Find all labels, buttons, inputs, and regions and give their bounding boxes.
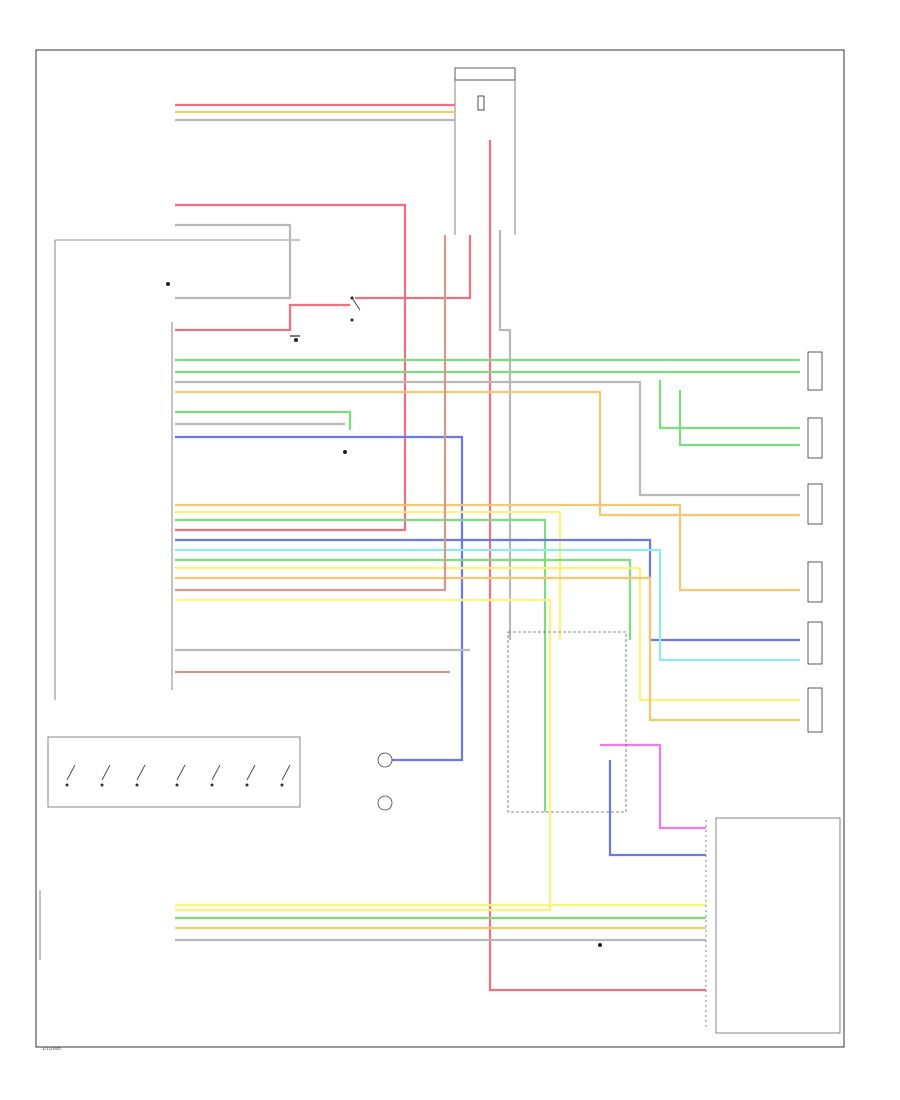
wire-green-16	[658, 380, 800, 430]
connector-symbol	[166, 282, 602, 947]
steering-wheel-controls-box	[47, 736, 301, 808]
steering-switches	[65, 764, 291, 787]
steering-switch-6	[245, 764, 256, 787]
right-rear-speaker-connector	[807, 687, 823, 733]
steering-switch-3	[135, 764, 146, 787]
wire-gray-4	[175, 223, 292, 300]
wire-yellow-24	[175, 566, 800, 702]
wire-green-13	[175, 410, 352, 430]
wire-cyan-22	[175, 548, 800, 662]
clockspring-symbol	[377, 752, 393, 768]
left-front-tweeter-connector	[807, 621, 823, 665]
wire-blue-15	[175, 435, 464, 762]
wire-gray-11	[175, 380, 800, 497]
top-connector	[454, 67, 516, 81]
wire-magenta-30	[600, 743, 706, 830]
wire-red-5	[175, 303, 350, 332]
amplifier-module-box	[507, 631, 627, 813]
steering-switch-7	[280, 764, 291, 787]
wire-yellow-27	[175, 598, 552, 912]
wire-red-6	[355, 235, 472, 300]
switch-symbol	[350, 296, 361, 322]
steering-switch-1	[65, 764, 76, 787]
steering-switch-4	[175, 764, 186, 787]
wire-orange-25	[175, 576, 800, 722]
wire-gray-8	[498, 230, 512, 640]
clockspring-symbol-lower	[377, 795, 393, 811]
right-front-speaker-connector	[807, 417, 823, 459]
wire-yellow-19	[175, 510, 562, 640]
wire-red-7	[488, 140, 706, 992]
wire-brown-26	[175, 235, 447, 592]
steering-switch-5	[210, 764, 221, 787]
right-speaker-connectors	[807, 351, 823, 733]
wire-orange-12	[175, 390, 800, 517]
diagram-frame	[35, 49, 845, 1048]
fuse-symbol	[477, 95, 485, 111]
wire-green-23	[175, 558, 632, 640]
wire-blue-31	[608, 760, 706, 857]
left-front-speaker-connector	[807, 561, 823, 603]
wire-green-20	[175, 518, 547, 812]
rear-speaker-connector	[807, 351, 823, 391]
wire-group	[175, 103, 800, 992]
steering-switch-2	[100, 764, 111, 787]
footer-left-label: 1/1/2006	[42, 1046, 61, 1051]
wire-orange-18	[175, 503, 800, 592]
right-front-tweeter-connector	[807, 483, 823, 525]
wire-green-17	[678, 390, 800, 447]
control-module-box	[715, 817, 841, 1034]
wire-red-3	[175, 203, 407, 532]
ground-symbol	[290, 335, 300, 342]
